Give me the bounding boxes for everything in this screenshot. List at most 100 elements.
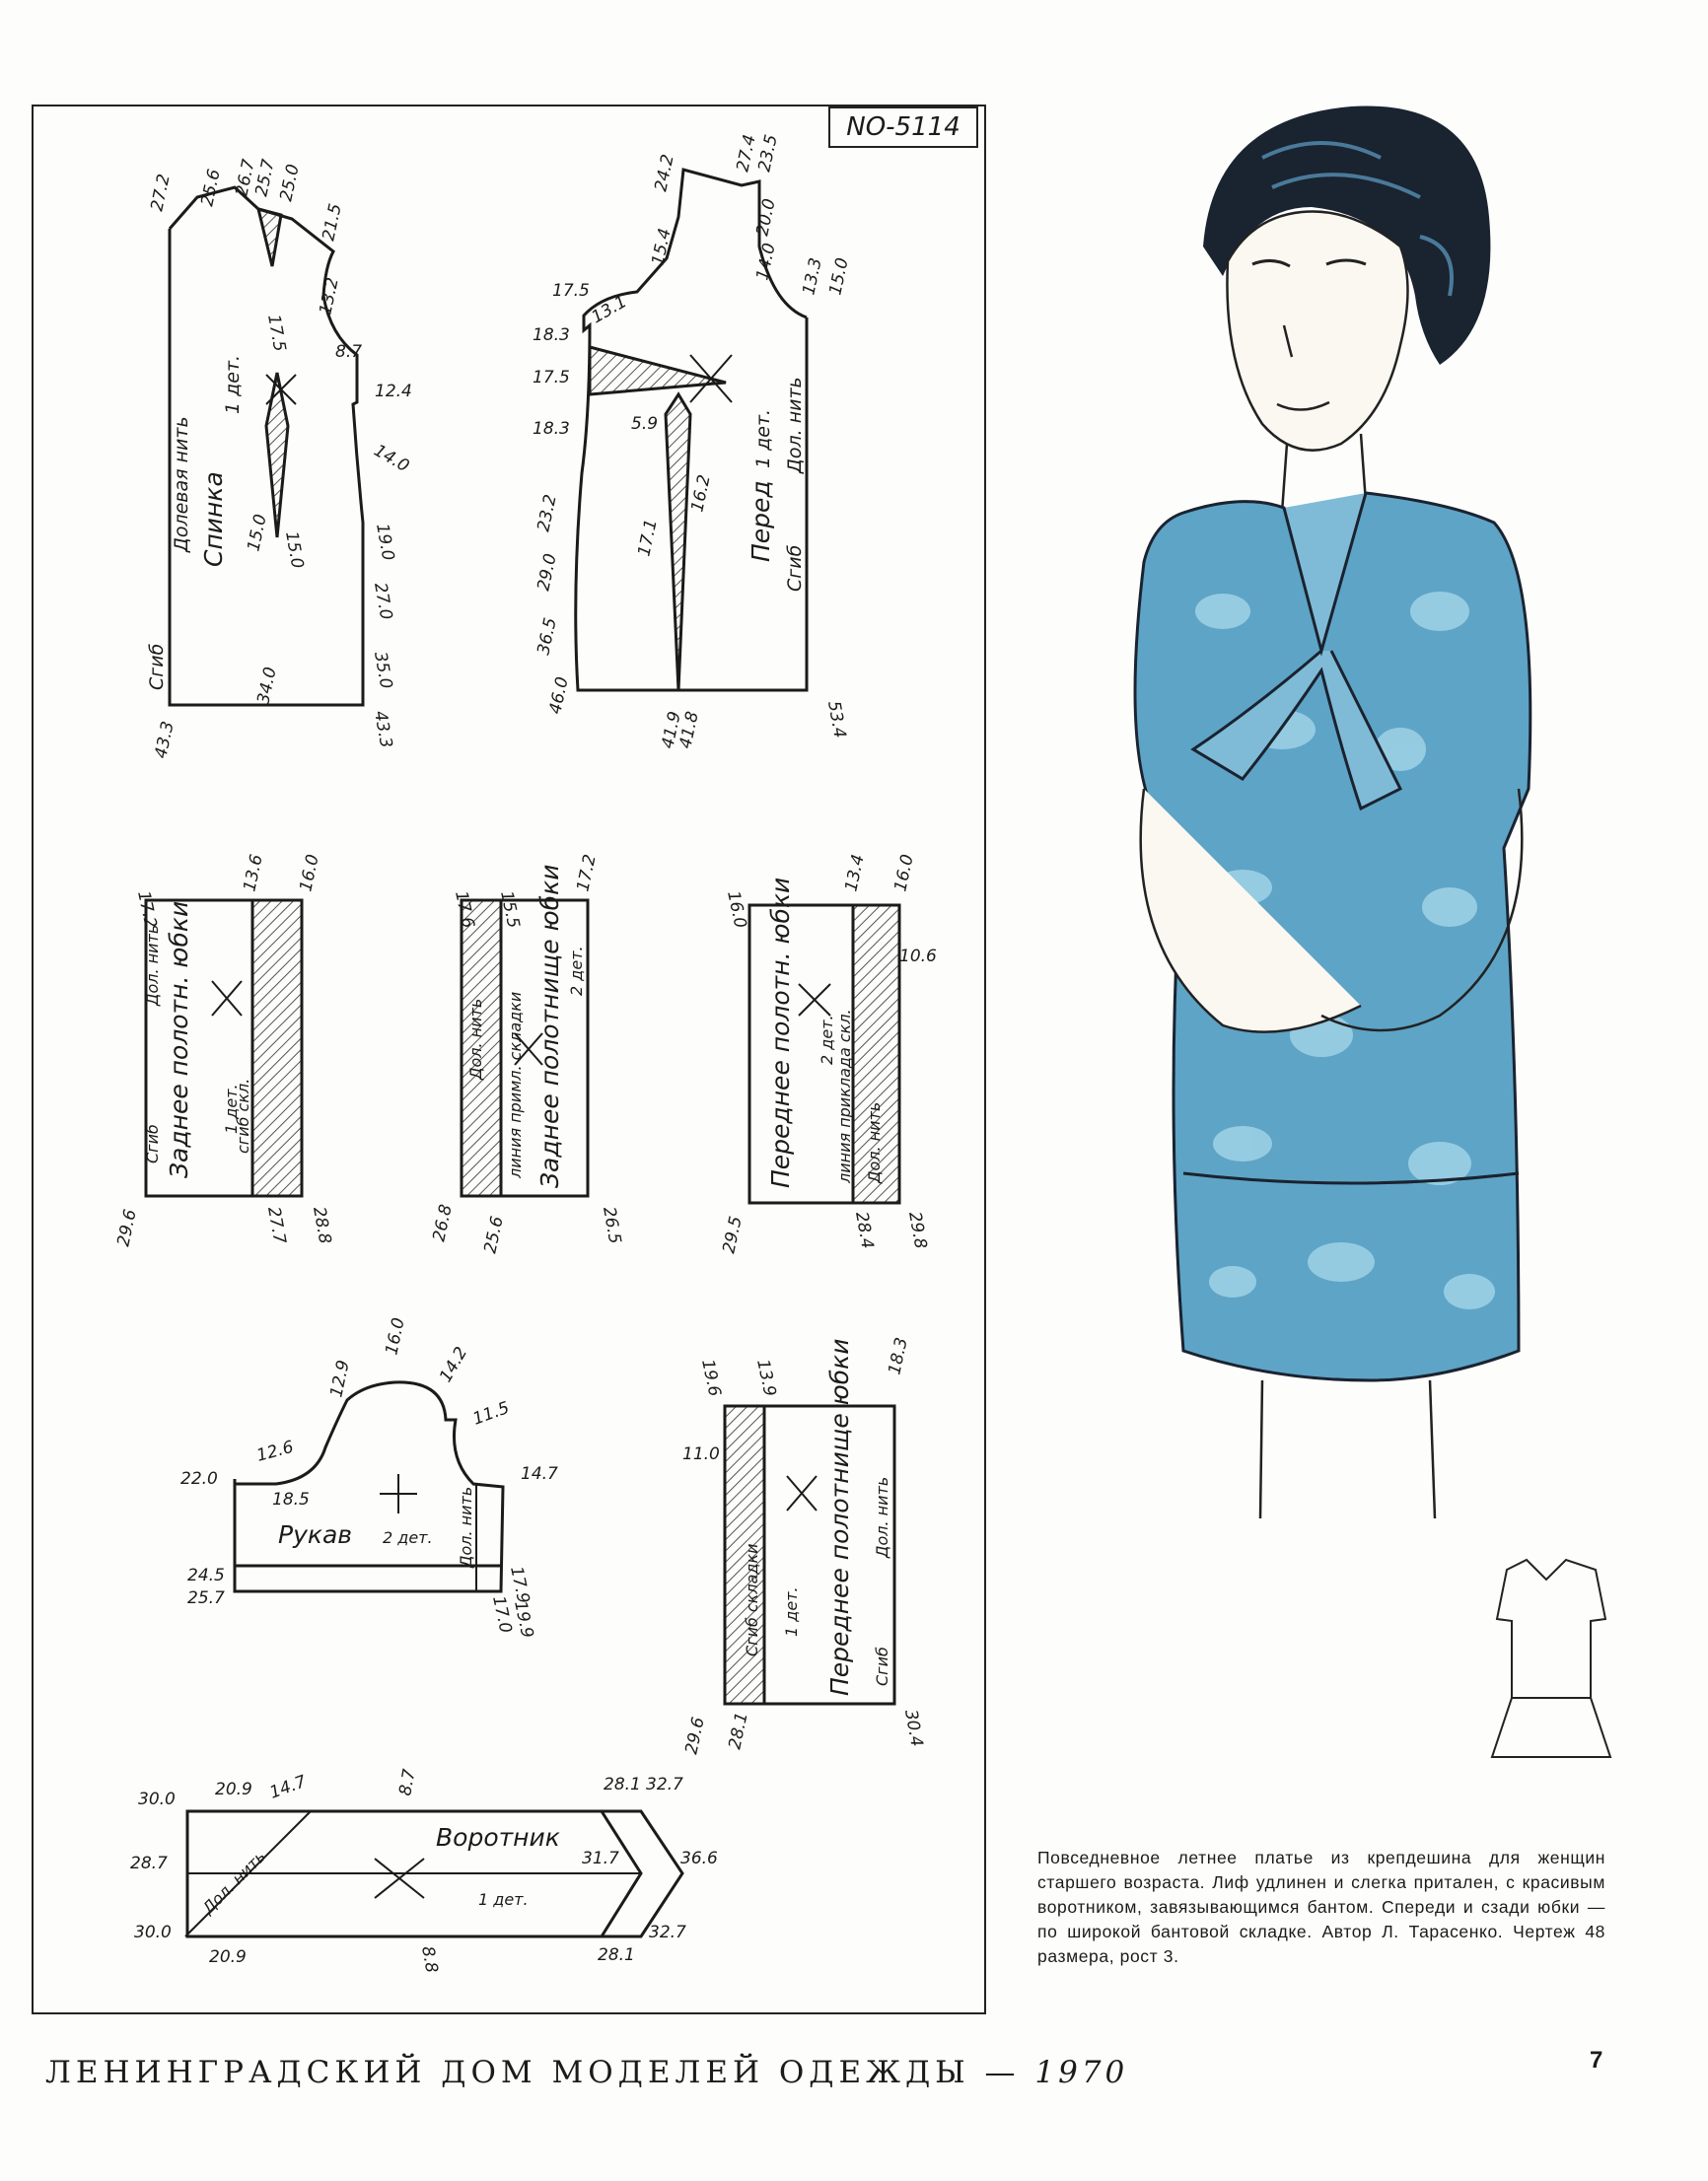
measure-label: 26.5: [599, 1205, 624, 1245]
caption-text: Повседневное летнее платье из крепдешина…: [1037, 1848, 1605, 1966]
back-grain: Долевая нить: [171, 416, 192, 553]
front-title: Перед: [747, 480, 775, 562]
measure-label: 13.4: [841, 853, 868, 893]
front-skirt-title: Переднее полотнище юбки: [825, 1338, 854, 1696]
measure-label: 43.3: [370, 709, 395, 749]
back-fold: Сгиб: [146, 643, 168, 690]
front-count: 1 дет.: [752, 409, 774, 468]
measure-label: 22.0: [180, 1469, 218, 1489]
measure-label: 16.0: [890, 853, 917, 893]
measure-label: 12.9: [326, 1359, 353, 1399]
measure-label: 14.2: [436, 1344, 471, 1386]
measure-label: 23.2: [534, 493, 560, 533]
measure-label: 30.4: [900, 1708, 926, 1748]
measure-label: 53.4: [823, 699, 849, 739]
front-skirt-panel-count: 2 дет.: [818, 1015, 836, 1065]
collar-grain: Дол. нить: [198, 1847, 269, 1918]
measure-label: 17.2: [133, 889, 160, 930]
measure-label: 28.1: [725, 1711, 751, 1751]
back-title: Спинка: [199, 471, 228, 567]
measure-label: 17.2: [573, 853, 600, 893]
front-skirt-count: 1 дет.: [782, 1586, 801, 1637]
measure-label: 5.9: [631, 414, 658, 434]
collar-piece: [184, 1809, 684, 1938]
measure-label: 28.4: [851, 1210, 877, 1250]
footer-publisher: ЛЕНИНГРАДСКИЙ ДОМ МОДЕЛЕЙ ОДЕЖДЫ —: [45, 2055, 1021, 2090]
measure-label: 25.6: [480, 1215, 507, 1255]
back-skirt-panel-grain: Дол. нить: [466, 999, 485, 1081]
measure-label: 46.0: [545, 675, 572, 716]
measure-label: 11.5: [470, 1398, 512, 1430]
collar-count: 1 дет.: [478, 1890, 529, 1909]
back-skirt-piece: [144, 898, 304, 1198]
measure-label: 8.8: [417, 1944, 441, 1974]
measure-label: 24.2: [651, 153, 677, 193]
sleeve-count: 2 дет.: [383, 1528, 433, 1547]
measure-label: 28.7: [130, 1854, 168, 1873]
measure-label: 14.7: [267, 1772, 310, 1803]
measure-label: 14.7: [521, 1464, 558, 1484]
measure-label: 13.2: [316, 276, 342, 317]
measure-label: 8.7: [395, 1768, 419, 1797]
measure-label: 32.7: [646, 1775, 683, 1794]
front-piece: [574, 168, 809, 692]
measure-label: 20.0: [752, 197, 779, 238]
back-skirt-count: 1 дет.: [222, 1084, 241, 1134]
measure-label: 17.5: [263, 313, 289, 353]
measure-label: 20.9: [215, 1780, 252, 1799]
front-fold: Сгиб: [784, 544, 806, 592]
measure-label: 17.1: [634, 518, 661, 558]
measure-label: 13.6: [240, 853, 266, 893]
measure-label: 16.0: [382, 1316, 408, 1357]
measure-label: 18.3: [533, 419, 570, 439]
measure-label: 27.2: [147, 173, 174, 213]
measure-label: 29.0: [534, 552, 560, 593]
measure-label: 29.8: [904, 1210, 930, 1250]
measure-label: 15.0: [281, 529, 307, 570]
sleeve-piece: [233, 1380, 505, 1593]
back-skirt-fold-pleat: сгиб скл.: [234, 1079, 252, 1154]
measure-label: 19.9: [510, 1599, 536, 1640]
footer-year: 1970: [1034, 2055, 1129, 2090]
measure-label: 35.0: [370, 650, 395, 690]
measure-label: 17.0: [488, 1594, 515, 1635]
back-skirt-panel-title: Заднее полотнище юбки: [535, 865, 564, 1188]
front-skirt-panel-piece: [747, 903, 901, 1205]
measure-label: 16.0: [296, 853, 322, 893]
back-skirt-fold: Сгиб: [143, 1124, 162, 1163]
back-count: 1 дет.: [222, 355, 244, 414]
measure-label: 30.0: [134, 1923, 172, 1942]
front-skirt-grain: Дол. нить: [873, 1477, 891, 1559]
measure-label: 19.0: [372, 522, 397, 562]
measure-label: 12.4: [375, 382, 412, 401]
pattern-frame: [32, 105, 986, 2014]
measure-label: 18.5: [272, 1490, 310, 1510]
measure-label: 43.3: [151, 720, 178, 760]
measure-label: 25.0: [276, 163, 303, 203]
back-piece: [168, 185, 365, 707]
sleeve-title: Рукав: [278, 1520, 352, 1549]
front-skirt-fold: Сгиб: [873, 1647, 891, 1686]
measure-label: 26.8: [429, 1203, 456, 1243]
measure-label: 15.4: [648, 227, 675, 267]
front-skirt-fold-pleat: Сгиб складки: [743, 1543, 761, 1656]
measure-label: 17.5: [552, 281, 590, 301]
back-skirt-panel-count: 2 дет.: [567, 946, 586, 996]
measure-label: 27.0: [370, 581, 395, 621]
measure-label: 16.2: [687, 473, 714, 514]
measure-label: 25.7: [187, 1588, 225, 1608]
measure-label: 17.5: [533, 368, 570, 387]
measure-label: 19.6: [697, 1358, 724, 1398]
pattern-code-box: NO-5114: [828, 106, 978, 148]
back-skirt-grain: Дол. нить: [143, 925, 162, 1007]
back-skirt-title: Заднее полотн. юбки: [165, 901, 193, 1178]
front-skirt-panel-pleat-line: линия приклада скл.: [835, 1009, 854, 1184]
front-skirt-panel-grain: Дол. нить: [865, 1102, 884, 1184]
measure-label: 12.6: [254, 1438, 296, 1466]
back-skirt-panel-pleat-line: линия примл. складки: [506, 992, 525, 1179]
front-skirt-panel-title: Переднее полотн. юбки: [766, 878, 795, 1188]
measure-label: 17.6: [451, 889, 477, 930]
measure-label: 27.7: [263, 1205, 289, 1245]
measure-label: 13.3: [799, 256, 825, 297]
